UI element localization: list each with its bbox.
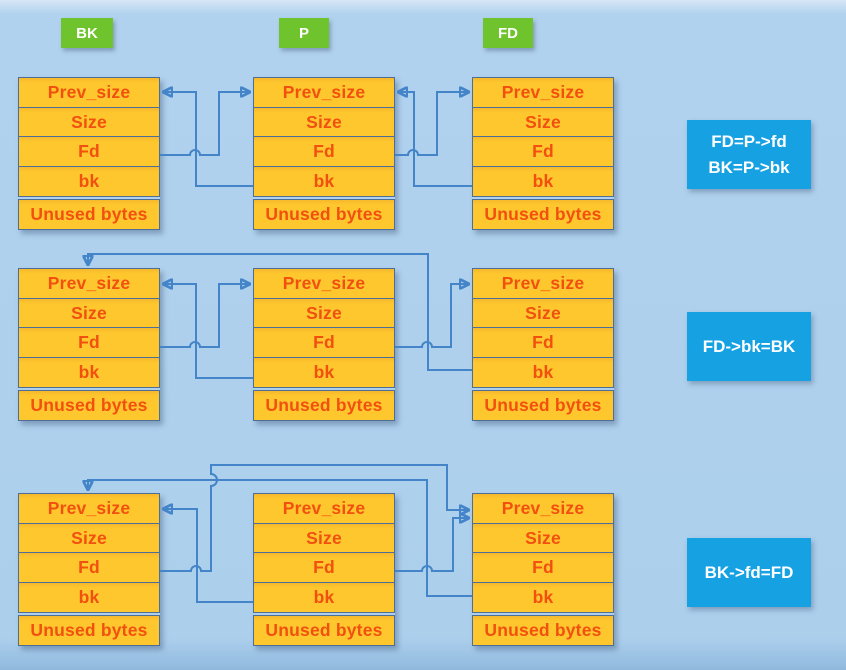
arrow-step3-p-bk-to-bk-prevsize — [164, 509, 253, 603]
arrow-step1-p-bk-to-bk-prevsize — [164, 92, 253, 187]
field-unused-bytes: Unused bytes — [472, 198, 614, 230]
field-prev-size: Prev_size — [18, 268, 160, 299]
pointer-label-p: P — [279, 18, 329, 48]
field-unused-bytes: Unused bytes — [253, 389, 395, 421]
field-prev-size: Prev_size — [472, 268, 614, 299]
operation-line: BK->fd=FD — [704, 562, 794, 582]
field-unused-bytes: Unused bytes — [18, 198, 160, 230]
field-unused-bytes: Unused bytes — [472, 389, 614, 421]
pointer-label-bk: BK — [61, 18, 113, 48]
field-fd: Fd — [18, 552, 160, 583]
field-unused-bytes: Unused bytes — [18, 389, 160, 421]
operation-line: FD->bk=BK — [702, 336, 796, 356]
arrow-step1-fd-bk-to-p-prevsize — [399, 92, 472, 187]
field-size: Size — [18, 297, 160, 329]
field-prev-size: Prev_size — [253, 493, 395, 524]
field-bk: bk — [253, 581, 395, 613]
arrow-step2-bk-fd-to-p-prevsize — [160, 284, 249, 348]
field-fd: Fd — [253, 327, 395, 358]
field-unused-bytes: Unused bytes — [253, 614, 395, 646]
field-prev-size: Prev_size — [472, 493, 614, 524]
field-size: Size — [472, 297, 614, 329]
field-bk: bk — [253, 356, 395, 388]
field-bk: bk — [253, 165, 395, 197]
field-size: Size — [472, 106, 614, 138]
arrow-step2-p-bk-to-bk-prevsize — [164, 284, 253, 379]
operation-line: FD=P->fd — [711, 131, 787, 151]
field-prev-size: Prev_size — [253, 77, 395, 108]
field-bk: bk — [18, 581, 160, 613]
field-bk: bk — [18, 165, 160, 197]
arrow-step1-p-fd-to-fd-prevsize — [395, 92, 468, 156]
arrow-step2-p-fd-to-fd-prevsize — [395, 284, 468, 348]
field-size: Size — [253, 297, 395, 329]
field-fd: Fd — [472, 327, 614, 358]
operation-box-step2: FD->bk=BK — [687, 312, 811, 381]
field-fd: Fd — [472, 136, 614, 167]
field-bk: bk — [472, 356, 614, 388]
operation-box-step1: FD=P->fd BK=P->bk — [687, 120, 811, 189]
operation-line: BK=P->bk — [708, 157, 790, 177]
field-bk: bk — [18, 356, 160, 388]
field-bk: bk — [472, 581, 614, 613]
operation-box-step3: BK->fd=FD — [687, 538, 811, 607]
field-prev-size: Prev_size — [18, 77, 160, 108]
field-size: Size — [253, 522, 395, 554]
field-prev-size: Prev_size — [472, 77, 614, 108]
field-size: Size — [472, 522, 614, 554]
field-prev-size: Prev_size — [18, 493, 160, 524]
arrow-step1-bk-fd-to-p-prevsize — [160, 92, 249, 156]
field-fd: Fd — [472, 552, 614, 583]
field-fd: Fd — [253, 552, 395, 583]
field-unused-bytes: Unused bytes — [18, 614, 160, 646]
pointer-label-fd: FD — [483, 18, 533, 48]
field-size: Size — [18, 522, 160, 554]
field-unused-bytes: Unused bytes — [253, 198, 395, 230]
arrow-step3-p-fd-to-fd-prevsize — [395, 518, 468, 572]
field-unused-bytes: Unused bytes — [472, 614, 614, 646]
field-prev-size: Prev_size — [253, 268, 395, 299]
field-size: Size — [253, 106, 395, 138]
field-fd: Fd — [253, 136, 395, 167]
field-fd: Fd — [18, 136, 160, 167]
field-bk: bk — [472, 165, 614, 197]
field-fd: Fd — [18, 327, 160, 358]
field-size: Size — [18, 106, 160, 138]
